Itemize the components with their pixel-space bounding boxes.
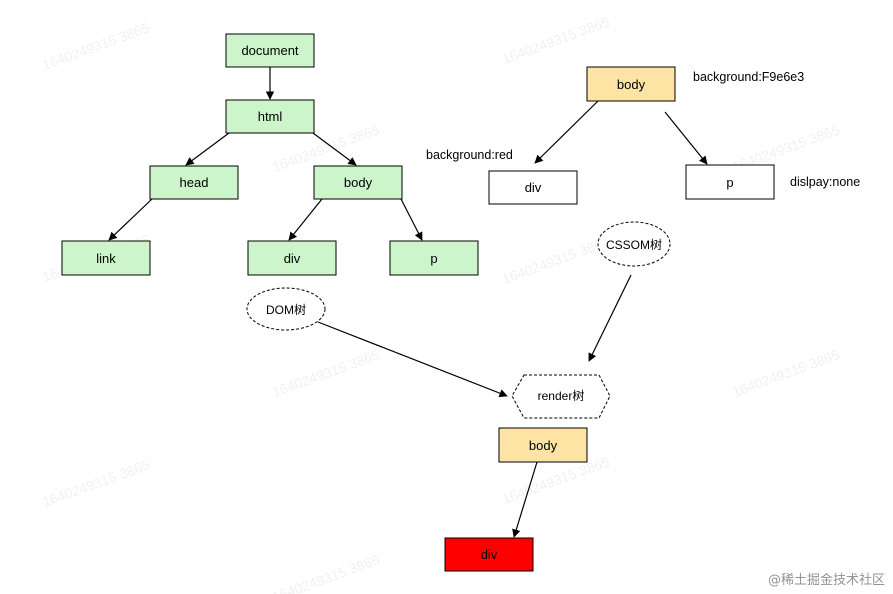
cssom-body-style: background:F9e6e3 — [693, 70, 804, 84]
dom-node-link-label: link — [96, 251, 116, 266]
edge-cssom-to-render — [588, 274, 632, 362]
render-tree-label: render树 — [511, 374, 611, 419]
edge-body-p — [400, 198, 423, 241]
dom-node-div: div — [247, 240, 337, 276]
dom-node-document: document — [225, 33, 315, 68]
cssom-node-p: p — [685, 164, 775, 200]
render-node-div: div — [444, 537, 534, 572]
dom-node-p-label: p — [430, 251, 437, 266]
edge-html-head — [185, 132, 230, 166]
cssom-tree-label-text: CSSOM树 — [606, 237, 662, 252]
render-node-body: body — [498, 427, 588, 463]
dom-node-body: body — [313, 165, 403, 200]
edge-cssom-body-p — [664, 111, 708, 165]
cssom-node-div: div — [488, 170, 578, 205]
dom-tree-edges — [108, 67, 423, 241]
dom-node-document-label: document — [241, 43, 298, 58]
render-node-div-label: div — [481, 547, 498, 562]
dom-node-html: html — [225, 99, 315, 134]
edge-html-body — [312, 132, 357, 166]
cssom-tree-label: CSSOM树 — [597, 221, 671, 267]
cssom-p-style: dislpay:none — [790, 175, 860, 189]
edge-render-body-div — [512, 461, 538, 538]
dom-node-link: link — [61, 240, 151, 276]
cssom-node-body-label: body — [617, 77, 646, 92]
dom-node-html-label: html — [258, 109, 283, 124]
credit-text: @稀土掘金技术社区 — [767, 573, 885, 588]
edge-head-link — [108, 198, 153, 241]
dom-node-div-label: div — [284, 251, 301, 266]
edge-cssom-body-div — [534, 100, 599, 164]
render-flow-edges — [317, 274, 632, 538]
cssom-div-style: background:red — [426, 148, 513, 162]
edge-body-div — [288, 198, 323, 241]
dom-node-head: head — [149, 165, 239, 200]
cssom-node-p-label: p — [726, 175, 733, 190]
dom-node-body-label: body — [344, 175, 373, 190]
cssom-node-body: body — [586, 66, 676, 102]
dom-tree-label-text: DOM树 — [266, 302, 306, 317]
dom-node-head-label: head — [180, 175, 209, 190]
cssom-tree-edges — [534, 100, 708, 165]
dom-node-p: p — [389, 240, 479, 276]
dom-tree-label: DOM树 — [246, 287, 326, 331]
render-tree-label-text: render树 — [538, 388, 585, 403]
cssom-node-div-label: div — [525, 180, 542, 195]
edge-dom-to-render — [317, 321, 508, 398]
render-node-body-label: body — [529, 438, 558, 453]
